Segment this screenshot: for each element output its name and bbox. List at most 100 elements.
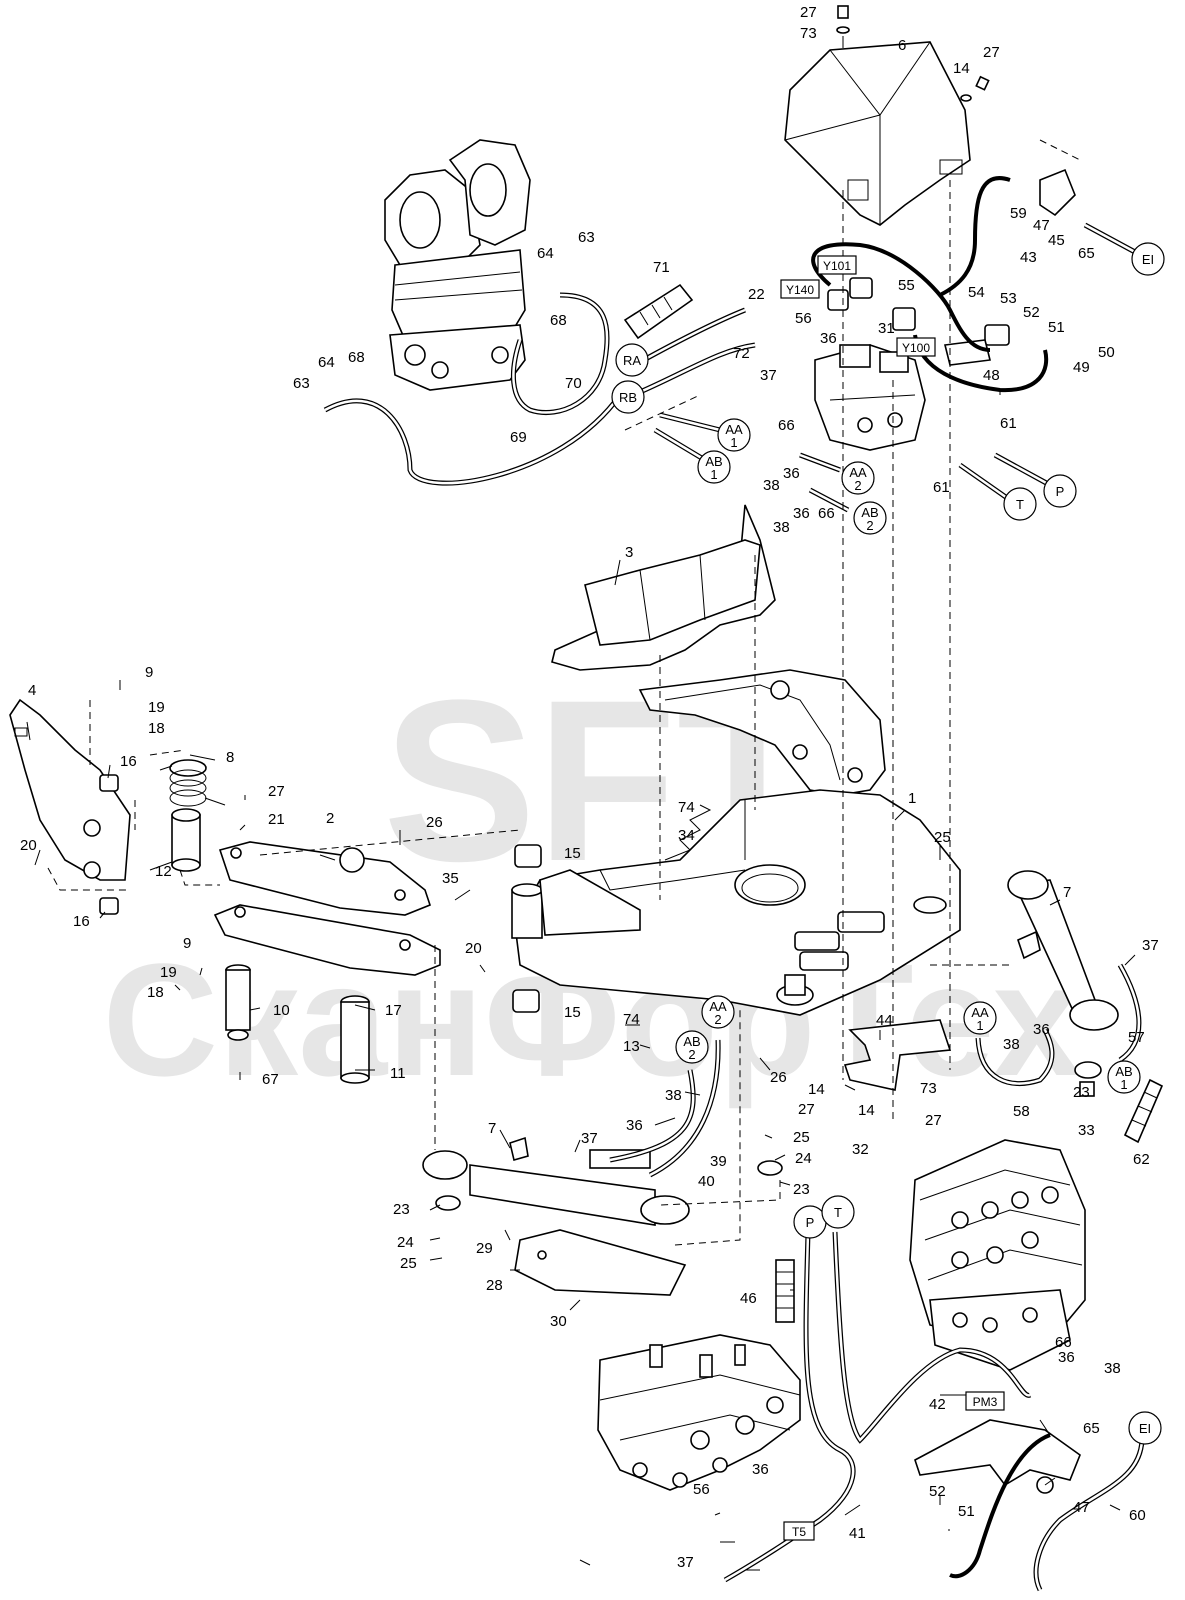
part-number-label: 22 xyxy=(748,286,765,303)
part-number-label: 74 xyxy=(623,1011,640,1028)
top-bolt xyxy=(836,5,850,48)
part-number-label: 37 xyxy=(1142,937,1159,954)
part-number-label: 64 xyxy=(318,354,335,371)
part-number-label: 39 xyxy=(710,1153,727,1170)
port-marker-text: T xyxy=(834,1205,842,1220)
part-number-label: 40 xyxy=(698,1173,715,1190)
port-marker-text: T xyxy=(1016,497,1024,512)
bracket-44 xyxy=(843,1019,952,1091)
part-number-label: 70 xyxy=(565,375,582,392)
port-marker-circle xyxy=(697,450,731,484)
port-marker-circle xyxy=(1043,474,1077,508)
part-number-label: 23 xyxy=(393,1201,410,1218)
port-marker: P xyxy=(793,1205,827,1239)
part-number-label: 36 xyxy=(820,330,837,347)
port-marker-circle xyxy=(963,1001,997,1035)
connector-box-frame xyxy=(780,279,820,299)
connector-box-text: Y101 xyxy=(823,259,851,273)
port-marker-circle xyxy=(615,343,649,377)
port-marker: P xyxy=(1043,474,1077,508)
support-frame xyxy=(551,504,776,671)
swing-plate xyxy=(213,841,441,976)
part-number-label: 52 xyxy=(929,1483,946,1500)
part-number-label: 4 xyxy=(28,682,36,699)
bushing-35 xyxy=(511,869,641,939)
connector-box-frame xyxy=(783,1521,815,1541)
part-number-label: 8 xyxy=(226,749,234,766)
part-number-label: 28 xyxy=(486,1277,503,1294)
cover-side-bolt xyxy=(960,75,990,102)
part-number-label: 72 xyxy=(733,345,750,362)
part-number-label: 66 xyxy=(1055,1334,1072,1351)
part-number-label: 68 xyxy=(348,349,365,366)
part-number-label: 66 xyxy=(778,417,795,434)
pin-11 xyxy=(340,995,370,1084)
part-number-label: 9 xyxy=(145,664,153,681)
connector-box-frame xyxy=(896,337,936,357)
port-marker-circle xyxy=(821,1195,855,1229)
part-number-label: 27 xyxy=(925,1112,942,1129)
port-marker-text: EI xyxy=(1139,1421,1151,1436)
valve-block xyxy=(814,344,926,451)
boom-arm xyxy=(638,669,886,796)
port-marker-subtext: 2 xyxy=(714,1012,721,1027)
part-number-label: 38 xyxy=(1003,1036,1020,1053)
part-number-label: 51 xyxy=(958,1503,975,1520)
connector-box-text: Y100 xyxy=(902,341,930,355)
port-marker-circle xyxy=(853,501,887,535)
part-number-label: 67 xyxy=(262,1071,279,1088)
port-marker-text: AB xyxy=(705,454,722,469)
part-number-label: 63 xyxy=(578,229,595,246)
part-number-label: 50 xyxy=(1098,344,1115,361)
part-number-label: 14 xyxy=(808,1081,825,1098)
part-number-label: 73 xyxy=(800,25,817,42)
base-plate xyxy=(514,789,961,1016)
part-number-label: 65 xyxy=(1078,245,1095,262)
part-number-label: 6 xyxy=(898,37,906,54)
part-number-label: 25 xyxy=(793,1129,810,1146)
port-marker: RB xyxy=(611,380,645,414)
part-number-label: 38 xyxy=(665,1087,682,1104)
part-number-label: 24 xyxy=(795,1150,812,1167)
port-marker-text: AB xyxy=(1115,1064,1132,1079)
part-number-label: 47 xyxy=(1033,217,1050,234)
port-marker-text: P xyxy=(806,1215,815,1230)
part-number-label: 33 xyxy=(1078,1122,1095,1139)
part-number-label: 7 xyxy=(488,1120,496,1137)
port-marker-circle xyxy=(1131,242,1165,276)
part-number-label: 57 xyxy=(1128,1029,1145,1046)
port-marker-circle xyxy=(717,418,751,452)
port-marker-text: EI xyxy=(1142,252,1154,267)
port-marker-text: AB xyxy=(861,505,878,520)
port-marker-circle xyxy=(675,1030,709,1064)
part-number-label: 48 xyxy=(983,367,1000,384)
part-number-label: 38 xyxy=(1104,1360,1121,1377)
port-marker-subtext: 1 xyxy=(976,1018,983,1033)
valve-cover xyxy=(784,41,971,226)
spiral-guard-46 xyxy=(775,1259,795,1323)
part-number-label: 44 xyxy=(876,1012,893,1029)
part-number-label: 42 xyxy=(929,1396,946,1413)
cylinder-right xyxy=(1007,870,1119,1097)
part-number-label: 27 xyxy=(798,1101,815,1118)
solenoid-plugs xyxy=(827,277,1010,346)
spiral-guard-71 xyxy=(623,283,694,340)
part-number-label: 20 xyxy=(465,940,482,957)
part-number-label: 29 xyxy=(476,1240,493,1257)
port-marker-circle xyxy=(841,461,875,495)
part-number-label: 27 xyxy=(800,4,817,21)
part-number-label: 43 xyxy=(1020,249,1037,266)
port-marker-circle xyxy=(1128,1411,1162,1445)
spring xyxy=(159,759,226,807)
part-number-label: 26 xyxy=(770,1069,787,1086)
port-marker-subtext: 2 xyxy=(688,1047,695,1062)
part-number-label: 74 xyxy=(678,799,695,816)
part-number-label: 46 xyxy=(740,1290,757,1307)
part-number-label: 20 xyxy=(20,837,37,854)
part-number-label: 23 xyxy=(793,1181,810,1198)
port-marker-subtext: 1 xyxy=(1120,1077,1127,1092)
part-number-label: 68 xyxy=(550,312,567,329)
part-number-label: 64 xyxy=(537,245,554,262)
part-number-label: 73 xyxy=(920,1080,937,1097)
part-number-label: 36 xyxy=(1033,1021,1050,1038)
